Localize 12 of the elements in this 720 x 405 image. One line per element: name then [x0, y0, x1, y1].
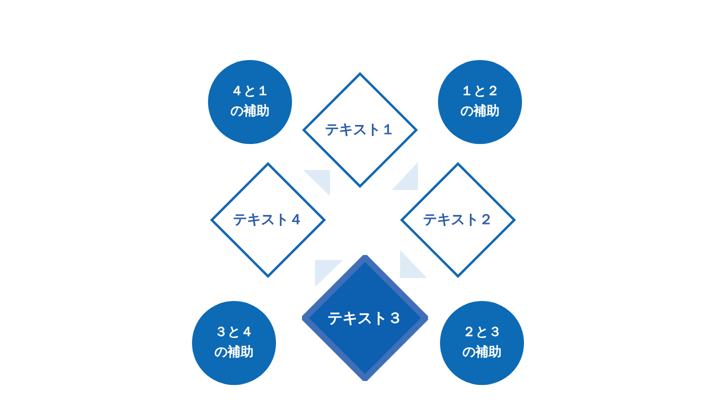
label: テキスト１: [325, 121, 395, 140]
label: ４と１の補助: [230, 83, 270, 121]
diamond: [302, 255, 428, 381]
label: ２と３の補助: [462, 324, 502, 362]
label: テキスト４: [233, 211, 303, 230]
diamond: [210, 162, 326, 278]
label: １と２の補助: [460, 83, 500, 121]
label: ３と４の補助: [214, 324, 254, 362]
label: テキスト２: [423, 211, 493, 230]
label: テキスト３: [328, 308, 402, 328]
diamond: [302, 72, 418, 188]
diamond: [400, 162, 516, 278]
